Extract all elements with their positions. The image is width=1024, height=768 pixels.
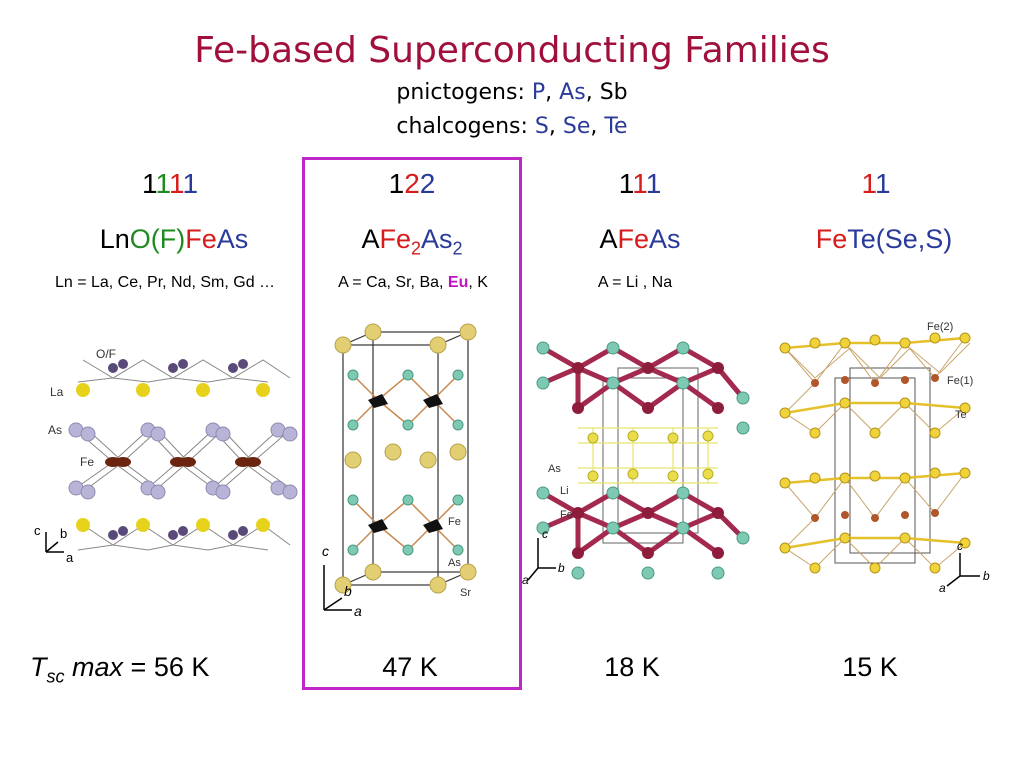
note-1111: Ln = La, Ce, Pr, Nd, Sm, Gd … [54, 274, 276, 291]
tc-max-1111: Tsc max = 56 K [30, 652, 210, 687]
structure-111: As Li Fe c b a [522, 341, 750, 587]
structure-11: Fe(2) Fe(1) Te c b a [779, 321, 990, 595]
pnictogen-as: As [559, 80, 586, 105]
axis-a-111: a [522, 573, 529, 587]
note-122: A = Ca, Sr, Ba, Eu, K [338, 274, 488, 291]
axis-b-11: b [983, 569, 990, 583]
pnictogens-label: pnictogens: [396, 80, 525, 105]
label-fe-1111: Fe [80, 455, 94, 469]
note-111: A = Li , Na [597, 274, 673, 291]
chalcogen-s: S [534, 114, 549, 139]
family-code-1111: 1111 [141, 168, 199, 199]
family-code-122: 122 [388, 168, 436, 199]
label-as-111: As [548, 463, 561, 475]
axis-c-11: c [957, 539, 963, 553]
chalcogens-label: chalcogens: [396, 114, 528, 139]
label-of-1111: O/F [96, 347, 116, 361]
tc-max-122: 47 K [382, 652, 438, 682]
tc-max-111: 18 K [604, 652, 660, 682]
axis-c-122: c [322, 543, 329, 559]
axis-b-111: b [558, 561, 565, 575]
axis-a-1111: a [66, 550, 74, 565]
chalcogen-te: Te [604, 114, 628, 139]
label-fe-122: Fe [448, 516, 461, 528]
label-as-1111: As [48, 423, 62, 437]
formula-1111: LnO(F)FeAs [99, 224, 249, 254]
axis-b-1111: b [60, 526, 67, 541]
structure-122: Fe As Sr c b a [322, 323, 477, 619]
axis-c-1111: c [34, 523, 41, 538]
label-fe2-11: Fe(2) [927, 321, 953, 333]
structure-1111: O/F La As Fe c b a [34, 347, 298, 565]
family-code-11: 11 [861, 168, 891, 199]
axis-b-122: b [344, 583, 352, 599]
chalcogen-se: Se [562, 114, 591, 139]
pnictogens-line: pnictogens: P, As, Sb [396, 80, 628, 105]
axis-a-122: a [354, 603, 362, 619]
axis-a-11: a [939, 581, 946, 595]
label-te-11: Te [955, 409, 967, 421]
chalcogens-line: chalcogens: S, Se, Te [396, 114, 628, 139]
formula-111: AFeAs [599, 224, 681, 254]
highlight-box-122 [302, 157, 522, 690]
label-li-111: Li [560, 485, 569, 497]
label-sr-122: Sr [460, 587, 471, 599]
formula-122: AFe2As2 [361, 224, 463, 259]
pnictogen-sb: Sb [599, 80, 628, 105]
pnictogen-p: P [531, 80, 546, 105]
axis-c-111: c [542, 527, 548, 541]
family-code-111: 111 [618, 168, 662, 199]
label-fe-111: Fe [560, 509, 573, 521]
slide-title: Fe-based Superconducting Families [194, 30, 830, 71]
label-fe1-11: Fe(1) [947, 375, 973, 387]
label-la-1111: La [50, 385, 64, 399]
formula-11: FeTe(Se,S) [815, 224, 953, 254]
label-as-122: As [448, 557, 461, 569]
tc-max-11: 15 K [842, 652, 898, 682]
